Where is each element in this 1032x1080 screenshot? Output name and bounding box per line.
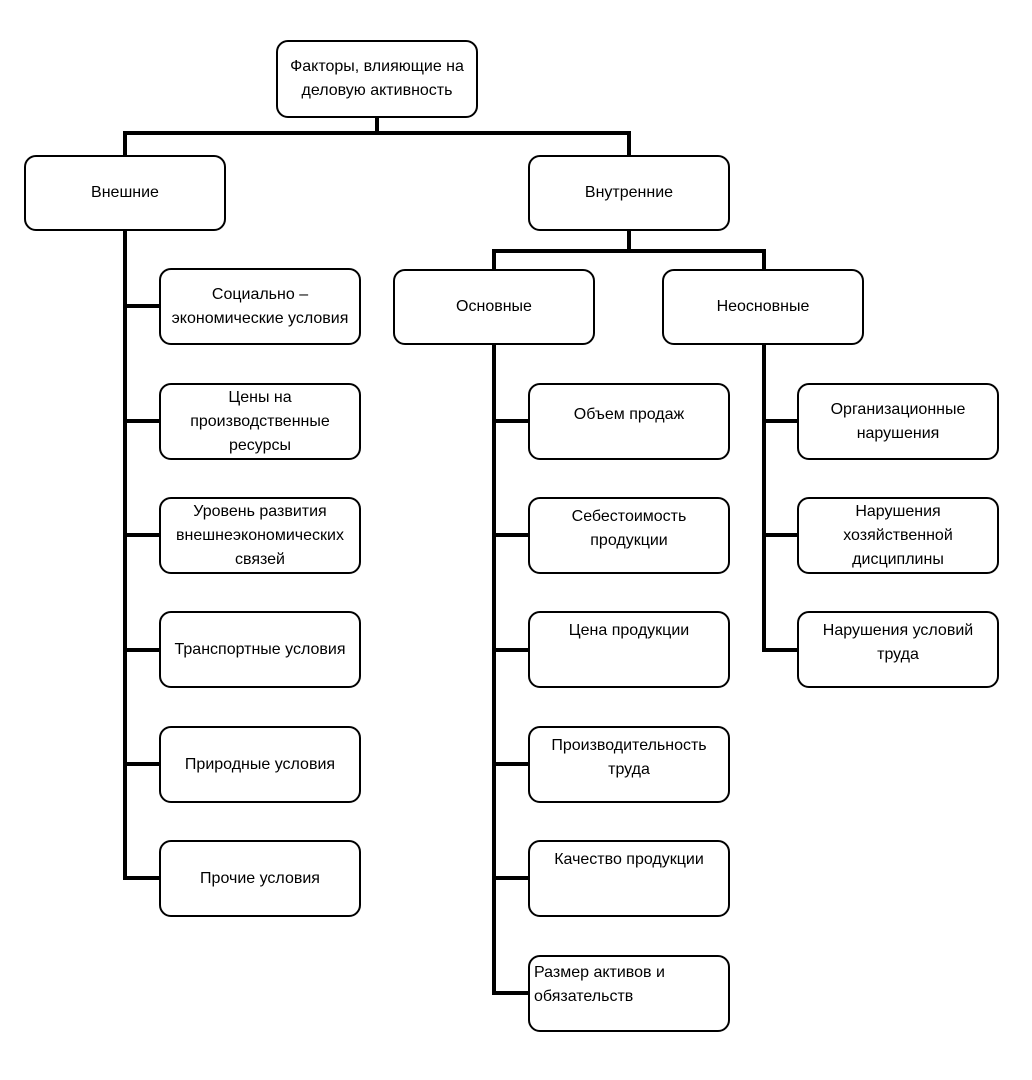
main-item: Качество продукции bbox=[528, 840, 730, 917]
main-item: Цена продукции bbox=[528, 611, 730, 688]
external-item-label: Уровень развития внешнеэкономических свя… bbox=[176, 502, 344, 568]
external-item: Прочие условия bbox=[159, 840, 361, 917]
internal-node: Внутренние bbox=[528, 155, 730, 231]
main-item: Себестоимость продукции bbox=[528, 497, 730, 574]
secondary-item: Нарушения хозяйственной дисциплины bbox=[797, 497, 999, 574]
main-factors-label: Основные bbox=[456, 298, 532, 315]
external-item-label: Прочие условия bbox=[200, 869, 320, 887]
secondary-item-label: Организационные нарушения bbox=[830, 400, 966, 442]
secondary-factors-label: Неосновные bbox=[716, 298, 810, 315]
main-item-label: Производительность труда bbox=[551, 737, 707, 778]
main-item-label: Себестоимость продукции bbox=[571, 508, 687, 549]
secondary-factors-node: Неосновные bbox=[662, 269, 864, 345]
internal-label: Внутренние bbox=[584, 184, 674, 201]
main-item: Объем продаж bbox=[528, 383, 730, 460]
external-item: Уровень развития внешнеэкономических свя… bbox=[159, 497, 361, 574]
main-item-label: Цена продукции bbox=[568, 622, 690, 639]
external-node: Внешние bbox=[24, 155, 226, 231]
external-item: Социально – экономические условия bbox=[159, 268, 361, 345]
main-item-label: Объем продаж bbox=[573, 406, 685, 423]
main-item-label: Качество продукции bbox=[554, 851, 704, 868]
secondary-item: Организационные нарушения bbox=[797, 383, 999, 460]
main-item-label: Размер активов и обязательств bbox=[534, 964, 665, 1005]
main-item: Размер активов и обязательств bbox=[528, 955, 730, 1032]
main-factors-node: Основные bbox=[393, 269, 595, 345]
external-label: Внешние bbox=[91, 184, 159, 201]
external-item: Природные условия bbox=[159, 726, 361, 803]
external-item-label: Природные условия bbox=[184, 755, 336, 773]
external-item: Цены на производственные ресурсы bbox=[159, 383, 361, 460]
secondary-item-label: Нарушения условий труда bbox=[822, 622, 974, 663]
root-node: Факторы, влияющие на деловую активность bbox=[276, 40, 478, 118]
secondary-item: Нарушения условий труда bbox=[797, 611, 999, 688]
external-item-label: Цены на производственные ресурсы bbox=[190, 388, 330, 454]
secondary-item-label: Нарушения хозяйственной дисциплины bbox=[843, 502, 953, 568]
external-item-label: Транспортные условия bbox=[174, 640, 346, 658]
external-item-label: Социально – экономические условия bbox=[171, 285, 349, 327]
root-label: Факторы, влияющие на деловую активность bbox=[290, 58, 464, 99]
external-item: Транспортные условия bbox=[159, 611, 361, 688]
main-item: Производительность труда bbox=[528, 726, 730, 803]
